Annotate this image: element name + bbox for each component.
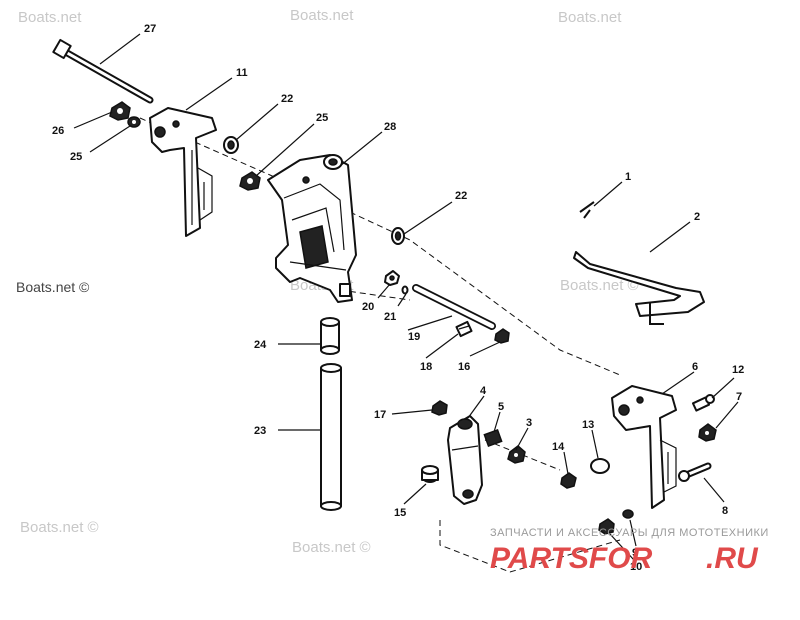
leader-lines [73, 33, 739, 561]
nut-10-icon [598, 518, 615, 535]
callout-4: 4 [480, 385, 487, 397]
bracket-11-icon [149, 107, 217, 237]
callout-22: 22 [281, 93, 293, 105]
watermark: Boats.net © [292, 539, 371, 556]
callout-2: 2 [694, 211, 700, 223]
callout-8: 8 [722, 505, 728, 517]
callout-7: 7 [736, 391, 742, 403]
callout-5: 5 [498, 401, 504, 413]
nut-16-icon [494, 328, 510, 344]
callout-16: 16 [458, 361, 470, 373]
callout-9: 9 [632, 547, 638, 559]
washer-9-icon [622, 509, 634, 519]
callout-19: 19 [408, 331, 420, 343]
bushing-24-icon [320, 317, 340, 355]
watermark: Boats.net [18, 9, 82, 26]
shaft-19-icon [412, 284, 496, 330]
assembly-line [139, 117, 621, 376]
callout-21: 21 [384, 311, 396, 323]
wire-bracket-2-icon [573, 251, 705, 325]
callout-28: 28 [384, 121, 396, 133]
shock-absorber-4-icon [447, 415, 483, 505]
callout-10: 10 [630, 561, 642, 573]
bolt-12-icon [691, 394, 715, 412]
callout-12: 12 [732, 364, 744, 376]
bushing-5-icon [483, 429, 503, 447]
watermark: Boats.net [290, 7, 354, 24]
callout-23: 23 [254, 425, 266, 437]
nut-14-icon [560, 472, 577, 489]
nut-20-icon [384, 270, 400, 286]
swivel-bracket-28-icon [267, 154, 357, 303]
callout-20: 20 [362, 301, 374, 313]
washer-13-icon [590, 458, 610, 474]
callout-17: 17 [374, 409, 386, 421]
watermark: Boats.net © [560, 277, 639, 294]
watermark: Boats.net [558, 9, 622, 26]
cap-15-icon [421, 465, 439, 483]
fitting-18-icon [455, 320, 473, 338]
nut-25-icon [239, 171, 261, 191]
brand-subtitle: ЗАПЧАСТИ И АКСЕССУАРЫ ДЛЯ МОТОТЕХНИКИ [490, 527, 769, 539]
callout-3: 3 [526, 417, 532, 429]
brand-logo: PARTSFOR [490, 542, 653, 575]
callout-25: 25 [316, 112, 328, 124]
callout-26: 26 [52, 125, 64, 137]
tube-23-icon [320, 363, 342, 511]
callout-25: 25 [70, 151, 82, 163]
nut-7-icon [698, 423, 717, 442]
pin-21-icon [401, 285, 409, 295]
clip-1-icon [579, 201, 595, 219]
callout-1: 1 [625, 171, 631, 183]
brand-logo-tld: .RU [706, 542, 759, 575]
callout-24: 24 [254, 339, 267, 351]
nut-17-icon [431, 400, 448, 416]
watermark: Boats.net © [16, 279, 90, 295]
callout-14: 14 [552, 441, 565, 453]
callout-22: 22 [455, 190, 467, 202]
callout-18: 18 [420, 361, 432, 373]
nut-26-icon [109, 101, 131, 121]
callout-27: 27 [144, 23, 156, 35]
washer-22-icon [391, 227, 405, 245]
callout-11: 11 [236, 67, 248, 79]
callout-15: 15 [394, 507, 406, 519]
assembly-line [439, 520, 621, 573]
watermark: Boats.net © [20, 519, 99, 536]
bolt-27-icon [52, 38, 154, 104]
washer-25-icon [127, 116, 141, 128]
washer-22-icon [223, 136, 239, 154]
callout-13: 13 [582, 419, 594, 431]
bolt-8-icon [678, 462, 712, 482]
bracket-6-icon [611, 385, 677, 509]
callout-6: 6 [692, 361, 698, 373]
